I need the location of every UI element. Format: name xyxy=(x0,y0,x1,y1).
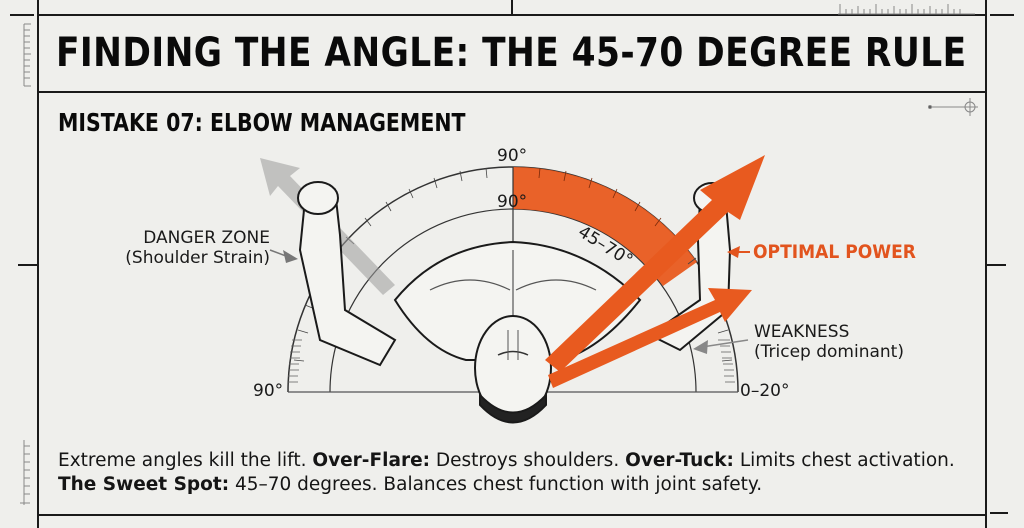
top-ruler-icon xyxy=(838,4,975,15)
crosshair-icon xyxy=(928,98,978,116)
optimal-arrow-icon xyxy=(545,155,765,388)
summary-text: Extreme angles kill the lift. Over-Flare… xyxy=(58,449,958,497)
right-top-tick xyxy=(990,14,1014,16)
frame-left-line xyxy=(37,0,39,528)
weakness-title: WEAKNESS xyxy=(754,322,850,342)
summary-intro: Extreme angles kill the lift. xyxy=(58,450,313,471)
optimal-power-label: OPTIMAL POWER xyxy=(753,241,916,263)
sweet-spot-label: The Sweet Spot: xyxy=(58,474,230,495)
left-ruler-icon xyxy=(20,23,31,505)
weakness-sub: (Tricep dominant) xyxy=(754,342,904,362)
danger-pointer-icon xyxy=(283,250,298,263)
weakness-arrow-icon xyxy=(693,340,708,354)
protractor-right-label: 0–20° xyxy=(740,381,790,401)
protractor-top-outer-label: 90° xyxy=(497,146,528,166)
protractor-top-inner-label: 90° xyxy=(497,192,528,212)
over-tuck-text: Limits chest activation. xyxy=(733,450,955,471)
over-flare-text: Destroys shoulders. xyxy=(430,450,626,471)
protractor-left-label: 90° xyxy=(253,381,284,401)
left-top-tick xyxy=(10,14,34,16)
sweet-spot-text: 45–70 degrees. Balances chest function w… xyxy=(229,474,763,495)
lifter-illustration xyxy=(297,181,732,424)
top-center-tick xyxy=(511,0,513,14)
weakness-label: WEAKNESS (Tricep dominant) xyxy=(754,322,904,362)
danger-zone-title: DANGER ZONE xyxy=(143,228,270,248)
optimal-pointer-icon xyxy=(727,246,740,258)
right-mid-tick xyxy=(986,264,1006,266)
left-mid-tick xyxy=(18,264,38,266)
over-tuck-label: Over-Tuck: xyxy=(625,450,734,471)
danger-zone-label: DANGER ZONE (Shoulder Strain) xyxy=(100,228,270,268)
title-divider-line xyxy=(37,91,987,93)
danger-zone-sub: (Shoulder Strain) xyxy=(125,248,270,268)
over-flare-label: Over-Flare: xyxy=(312,450,431,471)
section-subtitle: MISTAKE 07: ELBOW MANAGEMENT xyxy=(58,108,466,137)
frame-bottom-line xyxy=(37,514,987,516)
right-bottom-tick xyxy=(990,512,1008,514)
frame-top-line xyxy=(37,14,987,16)
page-title: FINDING THE ANGLE: THE 45-70 DEGREE RULE xyxy=(56,30,967,76)
